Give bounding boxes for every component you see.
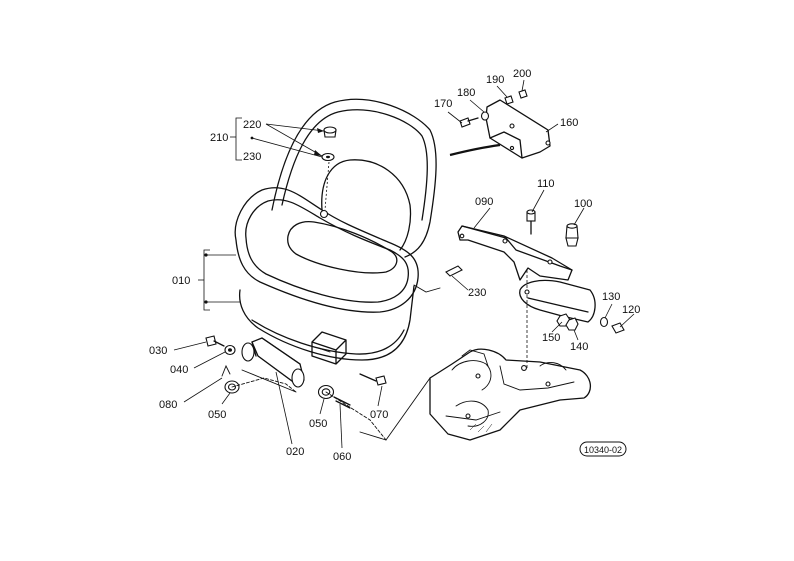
drawing-code-stamp: 10340-02 xyxy=(579,441,627,457)
bracket-090 xyxy=(457,225,573,281)
callout-220: 220 xyxy=(243,119,261,131)
callout-150: 150 xyxy=(542,332,560,344)
seat-recess xyxy=(287,220,398,274)
tractor-frame xyxy=(359,348,591,441)
leader-lines xyxy=(173,79,635,449)
seat-back-panel xyxy=(321,159,412,251)
drawing-code: 10340-02 xyxy=(584,445,622,455)
bracket-160 xyxy=(485,99,551,159)
strap xyxy=(449,143,501,157)
callout-230-right: 230 xyxy=(468,287,486,299)
hardware-120-130 xyxy=(599,316,625,334)
seat-assembly xyxy=(234,98,501,365)
seat-rail-assembly xyxy=(205,335,387,441)
slider-slot xyxy=(317,347,331,353)
callout-230-top: 230 xyxy=(243,151,261,163)
seat-back-outline xyxy=(271,98,437,258)
callout-110: 110 xyxy=(537,178,555,190)
callout-070: 070 xyxy=(370,409,388,421)
callout-180: 180 xyxy=(457,87,475,99)
callout-030: 030 xyxy=(149,345,167,357)
callout-130: 130 xyxy=(602,291,620,303)
callout-210: 210 xyxy=(210,132,228,144)
callout-040: 040 xyxy=(170,364,188,376)
bumper-100 xyxy=(565,223,579,247)
seat-cushion-outline xyxy=(234,187,419,313)
nuts-140-150 xyxy=(556,313,579,331)
seat-back-inner-edge xyxy=(281,109,428,221)
seat-pan xyxy=(238,285,415,361)
callout-190: 190 xyxy=(486,74,504,86)
callout-010: 010 xyxy=(172,275,190,287)
support-frame xyxy=(519,270,596,368)
callout-160: 160 xyxy=(560,117,578,129)
callout-050-right: 050 xyxy=(309,418,327,430)
slider-slot xyxy=(317,343,331,349)
callout-170: 170 xyxy=(434,98,452,110)
callout-labels: 210 220 230 010 030 040 080 050 020 050 … xyxy=(149,68,640,463)
callout-120: 120 xyxy=(622,304,640,316)
side-link xyxy=(413,284,441,293)
callout-100: 100 xyxy=(574,198,592,210)
bolt-110 xyxy=(526,209,536,235)
callout-140: 140 xyxy=(570,341,588,353)
callout-060: 060 xyxy=(333,451,351,463)
callout-020: 020 xyxy=(286,446,304,458)
bolt-220 xyxy=(319,126,337,219)
seat-cushion-edge xyxy=(245,199,410,303)
hardware-170-200 xyxy=(459,89,528,128)
callout-050-left: 050 xyxy=(208,409,226,421)
seat-pan-lower xyxy=(251,319,405,355)
callout-090: 090 xyxy=(475,196,493,208)
callout-200: 200 xyxy=(513,68,531,80)
callout-080: 080 xyxy=(159,399,177,411)
